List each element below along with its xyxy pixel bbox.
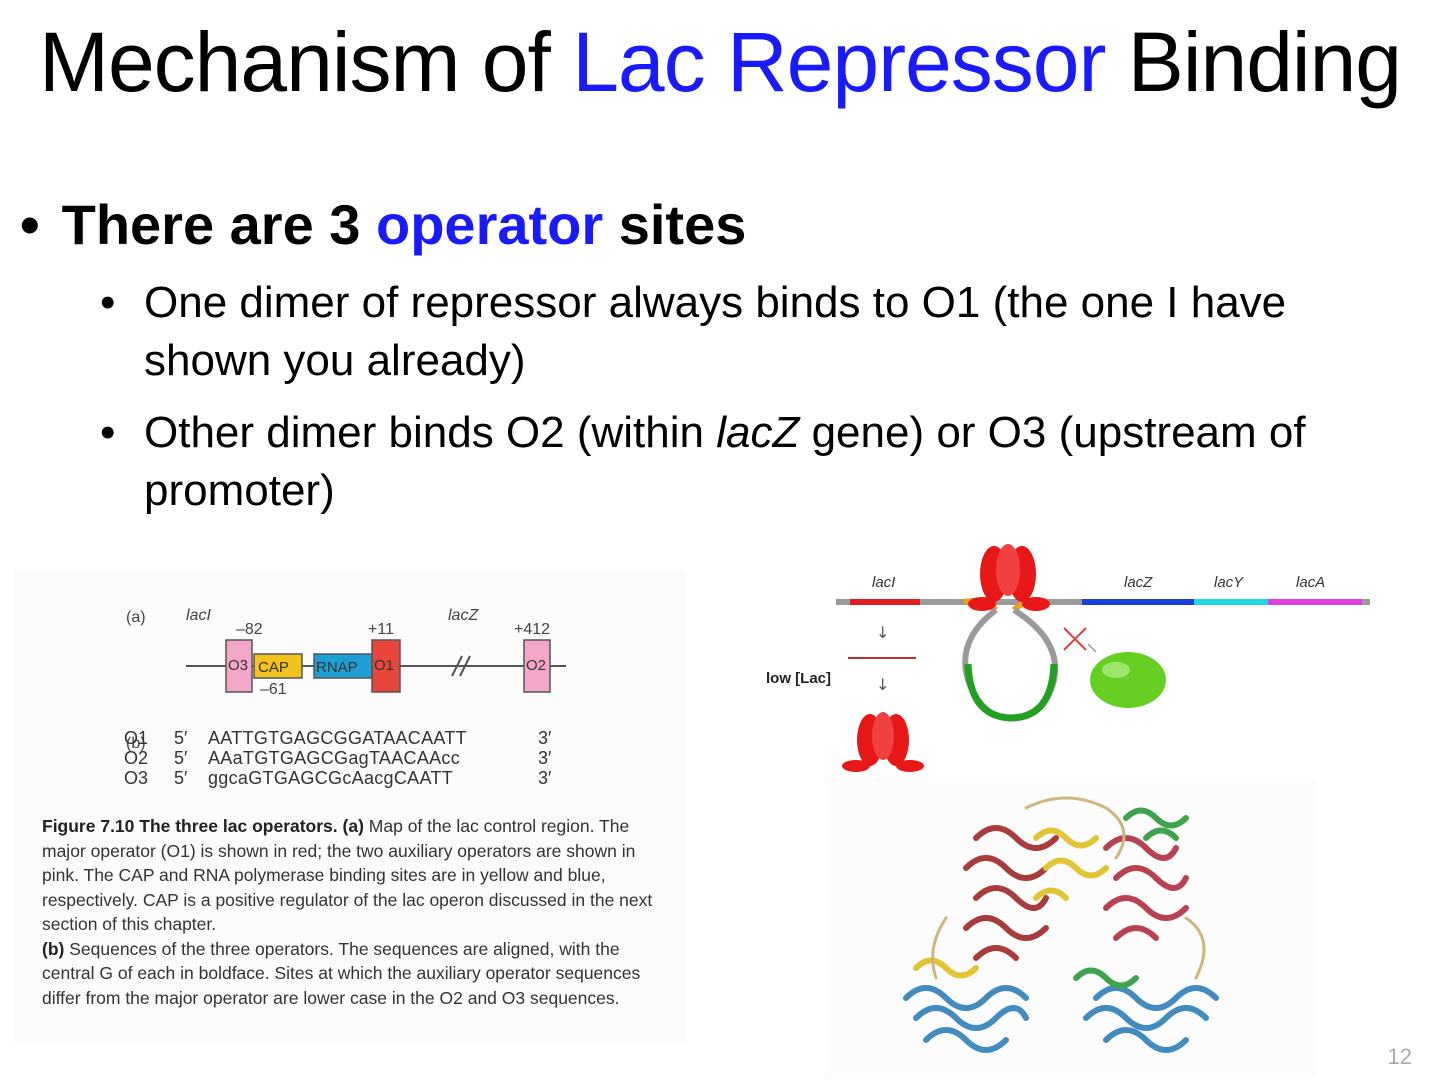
down-arrow-icon: ↓ (876, 675, 889, 694)
seq-bases: ggcaGTGAGCGcAacgCAATT (208, 768, 454, 788)
rnap-box (313, 653, 373, 679)
caption-b-label: (b) (42, 938, 65, 959)
bullet1-post: sites (603, 193, 747, 256)
o2-box (523, 639, 551, 693)
sub2-italic: lacZ (716, 408, 800, 457)
free-repressor-icon (842, 712, 924, 772)
seq-three-prime: 3′ (538, 748, 552, 768)
caption-a-label: (a) (342, 816, 364, 836)
o1-box (371, 639, 401, 693)
seq-three-prime: 3′ (538, 728, 552, 748)
gene-label-lacI: lacI (872, 574, 896, 591)
sub2-pre: Other dimer binds O2 (within (144, 408, 717, 457)
lac-repressor-structure-image (826, 778, 1316, 1078)
title-highlight: Lac Repressor (572, 15, 1106, 109)
seq-name: O2 (124, 748, 149, 768)
seq-five-prime: 5′ (174, 728, 188, 748)
part-b-label: (b) (126, 735, 146, 752)
sub-bullet-dot: • (100, 278, 116, 327)
seq-five-prime: 5′ (174, 748, 188, 768)
bullet1-highlight: operator (376, 193, 604, 256)
seq-five-prime: 5′ (174, 768, 188, 788)
lacI-label: lacI (186, 607, 211, 624)
minus82-label: –82 (236, 621, 263, 638)
o3-box-label: O3 (228, 657, 248, 674)
rnap-box-label: RNAP (316, 659, 358, 676)
dna-looping-diagram: ↓ ↓ lacI lacZ lacY lacA low [Lac] (760, 540, 1400, 780)
sequence-row: O3 5′ ggcaGTGAGCGcAacgCAATT 3′ (124, 768, 551, 788)
sub2-post: gene) or O3 (upstream of promoter) (144, 408, 1306, 515)
o2-box-label: O2 (526, 657, 546, 674)
caption-a-text: Map of the lac control region. The major… (42, 816, 653, 934)
caption-title: Figure 7.10 The three lac operators. (42, 816, 338, 836)
gene-label-lacA: lacA (1296, 574, 1326, 591)
figure-caption: Figure 7.10 The three lac operators. (a)… (42, 814, 672, 1010)
gene-label-lacY: lacY (1214, 574, 1244, 591)
operator-map-diagram: (a) lacI –82 +11 lacZ +412 –61 O3 CAP RN… (126, 607, 566, 752)
part-a-label: (a) (126, 609, 146, 626)
operator-sequences: O1 5′ AATTGTGAGCGGATAACAATT 3′ O2 5′ AAaTGTGA… (124, 728, 551, 788)
seq-name: O1 (124, 728, 149, 748)
seq-three-prime: 3′ (538, 768, 552, 788)
plus412-label: +412 (514, 621, 550, 638)
bullet-operator-sites: • There are 3 operator sites (20, 192, 746, 258)
plus11-label: +11 (368, 621, 394, 638)
looping-svg: ↓ ↓ (836, 544, 1370, 772)
caption-b-text: Sequences of the three operators. The se… (42, 938, 641, 1008)
break-mark (459, 655, 471, 677)
bullet1-pre: There are 3 (61, 193, 377, 256)
condition-label: low [Lac] (766, 670, 832, 687)
down-arrow-icon: ↓ (876, 623, 889, 642)
bullet-dot: • (20, 193, 40, 256)
figure-lac-operators: (a) lacI –82 +11 lacZ +412 –61 O3 CAP RN… (14, 570, 686, 1044)
slide-title: Mechanism of Lac Repressor Binding (0, 12, 1440, 112)
ribbon-structure (903, 796, 1219, 1053)
cap-box-label: CAP (258, 659, 289, 676)
sequence-row: O2 5′ AAaTGTGAGCGagTAACAAcc 3′ (124, 748, 551, 768)
page-number: 12 (1387, 1044, 1412, 1069)
title-pre: Mechanism of (38, 15, 573, 109)
gene-label-lacZ: lacZ (1124, 574, 1153, 591)
lacZ-label: lacZ (448, 607, 479, 624)
repressor-bound-icon (968, 544, 1050, 611)
seq-name: O3 (124, 768, 149, 788)
seq-bases: AATTGTGAGCGGATAACAATT (208, 728, 467, 748)
cap-box (253, 653, 303, 679)
minus61-label: –61 (260, 681, 287, 698)
rna-polymerase-icon (1090, 652, 1166, 708)
sub-bullet-text: One dimer of repressor always binds to O… (144, 278, 1287, 385)
sub-bullet-text: Other dimer binds O2 (within lacZ gene) … (144, 404, 1384, 520)
break-mark (451, 655, 463, 677)
sequence-row: O1 5′ AATTGTGAGCGGATAACAATT 3′ (124, 728, 551, 748)
seq-bases: AAaTGTGAGCGagTAACAAcc (208, 748, 461, 768)
o3-box (225, 639, 253, 693)
sub-bullet-dot: • (100, 408, 116, 457)
o1-box-label: O1 (374, 657, 394, 674)
title-post: Binding (1105, 15, 1402, 109)
promoter-loop-segment (964, 663, 1058, 722)
